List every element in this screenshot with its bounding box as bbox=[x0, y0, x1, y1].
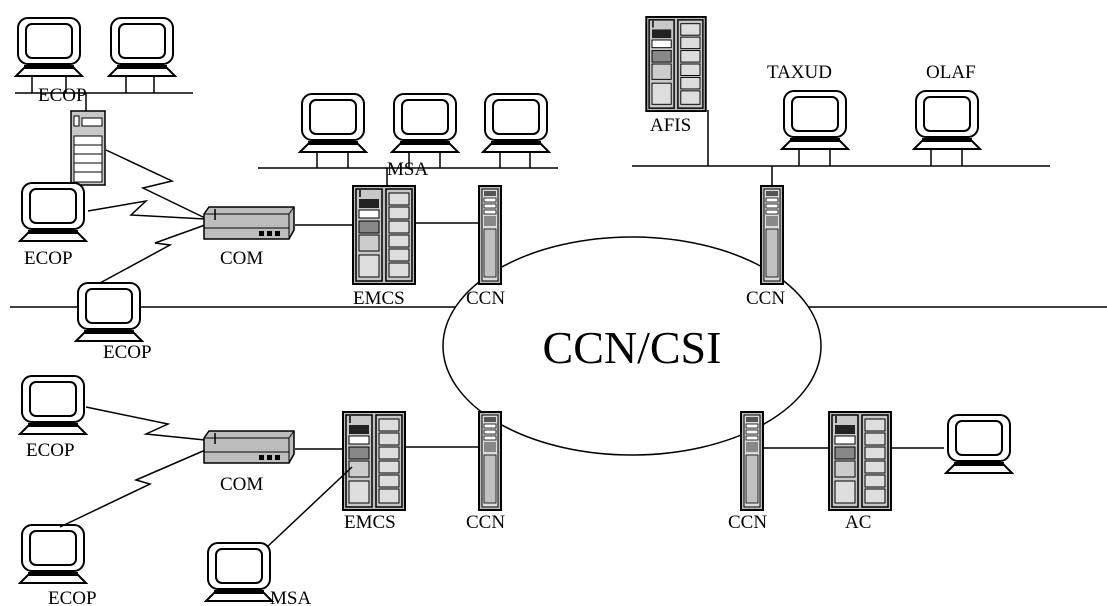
taxud-label: TAXUD bbox=[767, 62, 832, 83]
olaf-workstation-icon bbox=[913, 90, 981, 150]
dialup-link bbox=[99, 224, 206, 284]
ecop-workstation-icon bbox=[15, 17, 83, 77]
com-server-icon bbox=[203, 430, 295, 464]
ccn-lower-right-label: CCN bbox=[728, 512, 767, 533]
msa-workstation-icon bbox=[391, 93, 459, 153]
com-server-icon bbox=[203, 206, 295, 240]
ecop-left-lower-label: ECOP bbox=[26, 440, 75, 461]
ac-workstation-icon bbox=[945, 414, 1013, 474]
link-msa-emcs bbox=[265, 466, 353, 549]
dialup-link bbox=[85, 406, 206, 441]
dialup-link bbox=[59, 447, 211, 528]
ccn-upper-right-label: CCN bbox=[746, 288, 785, 309]
ecop-server-icon bbox=[70, 110, 106, 186]
ecop-workstation-icon bbox=[19, 524, 87, 584]
emcs-server-icon bbox=[342, 411, 406, 511]
ecop-top-label: ECOP bbox=[38, 85, 87, 106]
msa-workstation-icon bbox=[299, 93, 367, 153]
emcs-upper-label: EMCS bbox=[353, 288, 405, 309]
ecop-left-mid-label: ECOP bbox=[103, 342, 152, 363]
ecop-workstation-icon bbox=[75, 282, 143, 342]
msa-bottom-label: MSA bbox=[270, 588, 311, 606]
ccn-gateway-icon bbox=[740, 411, 764, 511]
olaf-label: OLAF bbox=[926, 62, 976, 83]
dialup-link bbox=[87, 199, 206, 220]
afis-label: AFIS bbox=[650, 115, 691, 136]
msa-workstation-icon bbox=[482, 93, 550, 153]
com-upper-label: COM bbox=[220, 248, 263, 269]
emcs-server-icon bbox=[352, 185, 416, 285]
com-lower-label: COM bbox=[220, 474, 263, 495]
afis-server-icon bbox=[645, 16, 707, 112]
ac-server-icon bbox=[828, 411, 892, 511]
ccn-gateway-icon bbox=[760, 185, 784, 285]
ecop-workstation-icon bbox=[108, 17, 176, 77]
ccn-upper-left-label: CCN bbox=[466, 288, 505, 309]
emcs-lower-label: EMCS bbox=[344, 512, 396, 533]
ccn-gateway-icon bbox=[478, 185, 502, 285]
ccn-gateway-icon bbox=[478, 411, 502, 511]
ccn-lower-left-label: CCN bbox=[466, 512, 505, 533]
ecop-workstation-icon bbox=[19, 375, 87, 435]
ccn-csi-network-ellipse bbox=[442, 236, 822, 456]
msa-workstation-icon bbox=[205, 542, 273, 602]
taxud-workstation-icon bbox=[781, 90, 849, 150]
ac-label: AC bbox=[845, 512, 871, 533]
ecop-workstation-icon bbox=[19, 182, 87, 242]
dialup-link bbox=[105, 149, 206, 219]
ecop-left-upper-label: ECOP bbox=[24, 248, 73, 269]
ccn-csi-network-label: CCN/CSI bbox=[543, 322, 722, 373]
msa-top-label: MSA bbox=[387, 159, 428, 180]
ecop-bottom-label: ECOP bbox=[48, 588, 97, 606]
